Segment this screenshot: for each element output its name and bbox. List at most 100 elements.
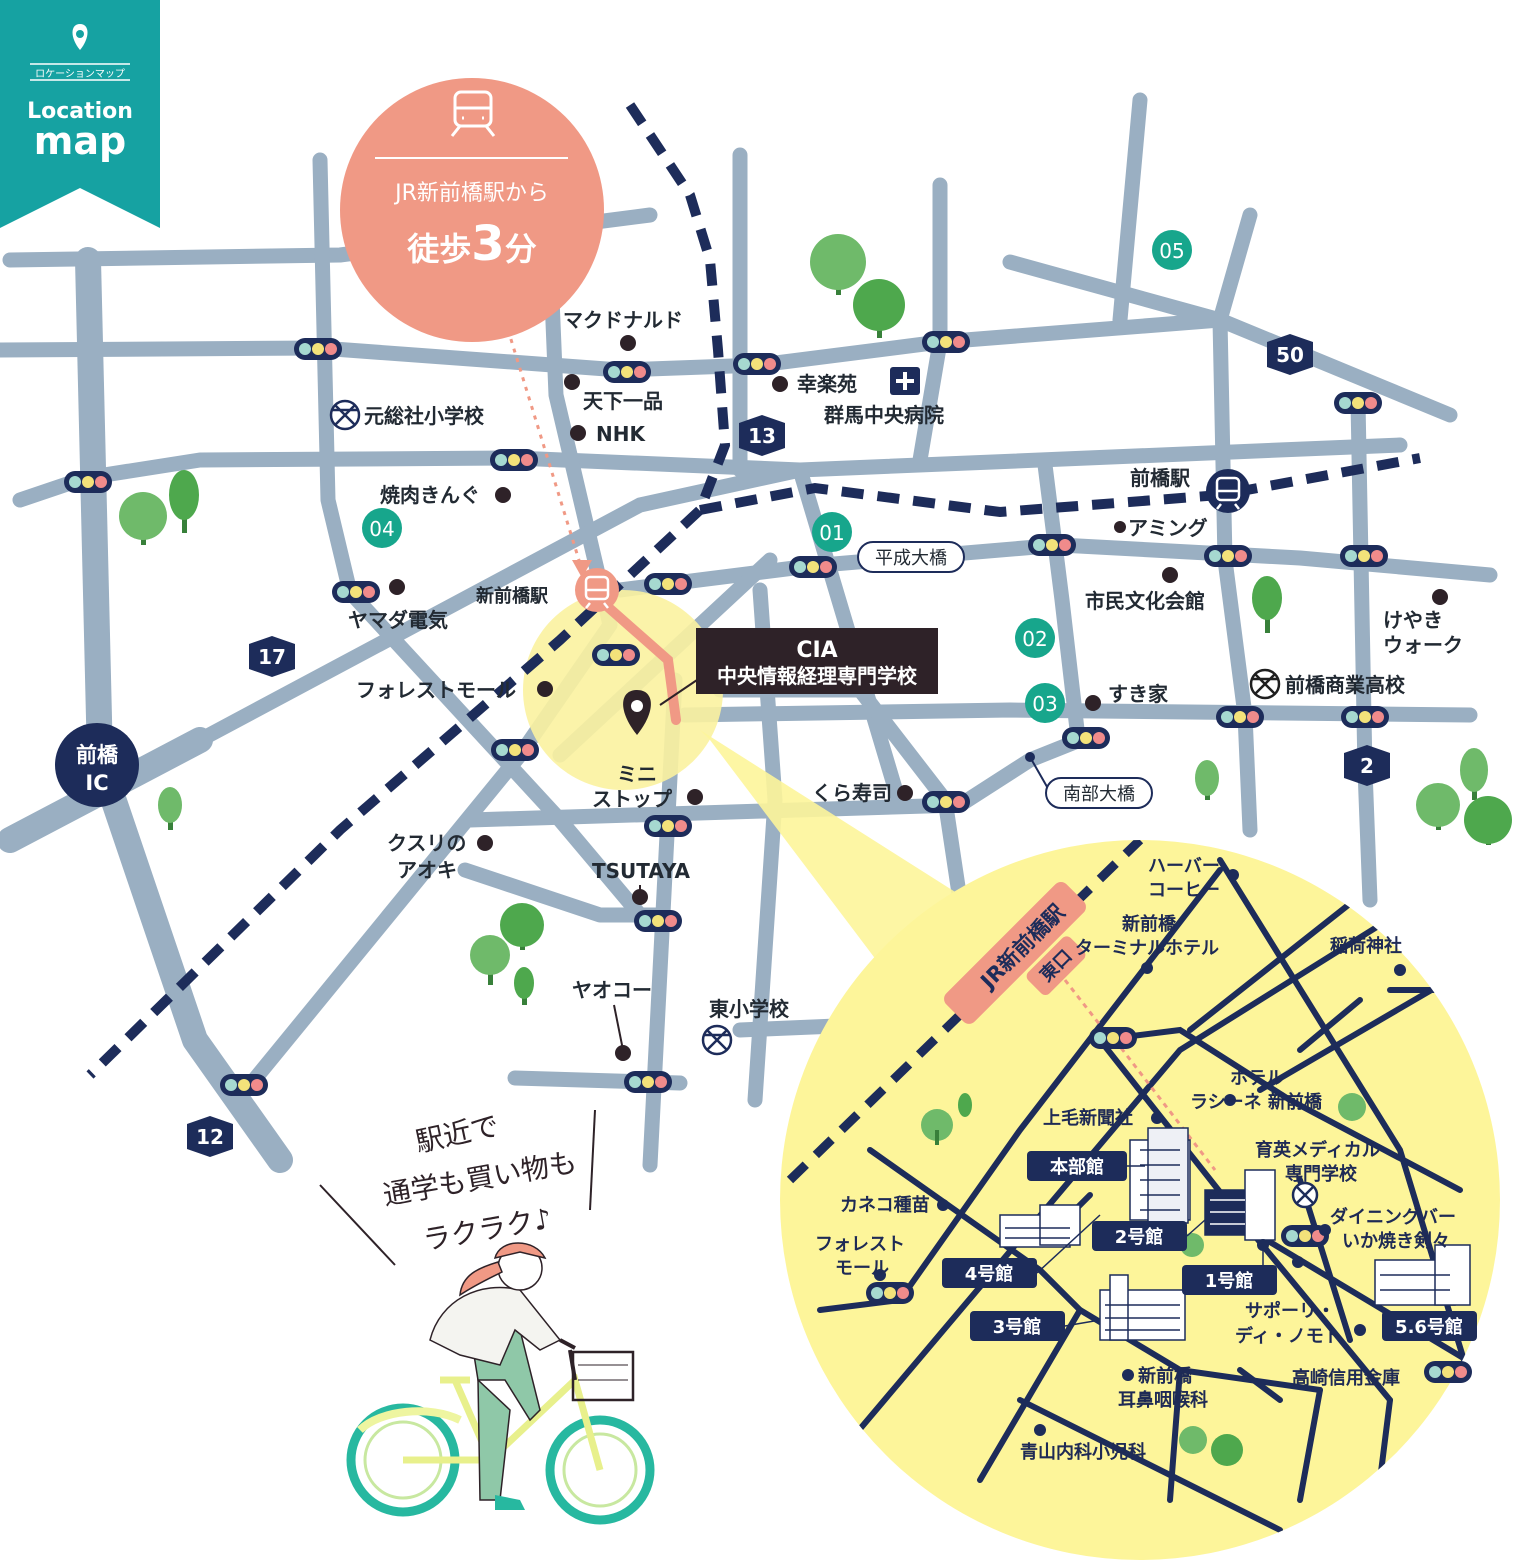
route-17-sign: 17	[249, 636, 295, 677]
label-shimin-bunka: 市民文化会館	[1085, 589, 1205, 613]
svg-text:ラシーネ 新前橋: ラシーネ 新前橋	[1190, 1091, 1323, 1113]
tree-icon	[1416, 783, 1460, 830]
traffic-light-icon	[1334, 392, 1382, 414]
label-higashi-school: 東小学校	[709, 997, 790, 1021]
label-forest-mall: フォレストモール	[356, 678, 516, 702]
svg-text:南部大橋: 南部大橋	[1063, 784, 1135, 805]
traffic-light-icon	[491, 739, 539, 761]
school-icon	[329, 399, 361, 431]
train-icon	[450, 90, 496, 137]
walk-time-callout: JR新前橋駅から 徒歩3分	[340, 78, 604, 342]
tree-icon	[470, 935, 510, 985]
svg-text:育英メディカル: 育英メディカル	[1255, 1139, 1380, 1161]
walk-route-line	[595, 595, 681, 725]
tree-icon	[921, 1109, 953, 1145]
svg-text:5.6号館: 5.6号館	[1395, 1316, 1463, 1338]
yaoko-leader-line	[613, 1004, 624, 1051]
tree-icon	[514, 967, 534, 1005]
poi-dot-forest	[537, 681, 553, 697]
maebashi-ic-sign: 前橋 IC	[55, 723, 139, 807]
svg-text:本部館: 本部館	[1050, 1156, 1104, 1178]
traffic-light-icon	[866, 1282, 914, 1304]
traffic-light-icon	[294, 338, 342, 360]
building-4	[999, 1204, 1081, 1248]
label-keyaki-2: ウォーク	[1383, 633, 1463, 657]
svg-text:2号館: 2号館	[1115, 1226, 1164, 1248]
svg-text:フォレスト: フォレスト	[815, 1234, 905, 1255]
label-yakiniku: 焼肉きんぐ	[380, 483, 480, 507]
traffic-light-icon	[644, 815, 692, 837]
label-mcdonalds: マクドナルド	[563, 308, 683, 332]
route-12-sign: 12	[187, 1116, 233, 1157]
traffic-light-icon	[1204, 545, 1252, 567]
marker-01: 01	[812, 512, 852, 552]
svg-text:17: 17	[258, 645, 286, 669]
building-2	[1204, 1169, 1276, 1241]
traffic-light-icon	[1028, 534, 1076, 556]
svg-text:13: 13	[748, 424, 776, 448]
traffic-light-icon	[733, 353, 781, 375]
svg-text:いか焼き剣々: いか焼き剣々	[1342, 1230, 1450, 1252]
poi-dot-yakiniku	[495, 487, 511, 503]
traffic-light-icon	[1216, 706, 1264, 728]
label-ministop-2: ストップ	[592, 787, 673, 811]
route-2-sign: 2	[1344, 745, 1390, 786]
ikuei-school-icon	[1291, 1181, 1319, 1209]
label-maebashi-station: 前橋駅	[1130, 466, 1190, 490]
traffic-light-icon	[1062, 727, 1110, 749]
location-pin-icon	[72, 24, 88, 50]
school-label-box: CIA 中央情報経理専門学校	[696, 628, 938, 694]
label-tenkaippin: 天下一品	[583, 389, 663, 413]
traffic-light-icon	[634, 910, 682, 932]
nanbu-ohashi-pill: 南部大橋	[1025, 752, 1153, 809]
svg-text:02: 02	[1022, 627, 1047, 651]
marker-03: 03	[1025, 683, 1065, 723]
school-highlight-area	[523, 590, 723, 790]
tree-icon	[169, 470, 199, 533]
map-labels: マクドナルド 天下一品 NHK 幸楽苑 群馬中央病院 元総社小学校 焼肉きんぐ …	[348, 308, 1463, 1021]
walk-route-callout-line	[503, 319, 584, 571]
traffic-light-icon	[644, 573, 692, 595]
poi-dot-tenkaippin	[564, 374, 580, 390]
poi-dot-yaoko	[615, 1045, 631, 1061]
svg-text:カネコ種苗: カネコ種苗	[840, 1194, 930, 1216]
svg-text:コーヒー: コーヒー	[1148, 880, 1220, 901]
traffic-light-icon	[490, 449, 538, 471]
poi-dot-nhk	[570, 425, 586, 441]
tree-icon	[158, 787, 182, 830]
label-keyaki-1: けやき	[1383, 608, 1443, 632]
maebashi-station-icon	[1206, 469, 1250, 513]
school-icon	[701, 1024, 733, 1056]
cyclist-illustration	[346, 1242, 655, 1525]
tree-icon	[1195, 760, 1219, 800]
tree-icon	[1338, 1093, 1366, 1121]
traffic-light-icon	[220, 1074, 268, 1096]
poi-dot-kusuri	[477, 835, 493, 851]
svg-text:新前橋: 新前橋	[1122, 913, 1177, 935]
svg-text:3号館: 3号館	[993, 1316, 1042, 1338]
traffic-light-icon	[1424, 1361, 1472, 1383]
building-3	[1099, 1274, 1186, 1341]
inset-railway	[786, 840, 1144, 1184]
svg-text:CIA: CIA	[796, 638, 837, 663]
label-shogyo-school: 前橋商業高校	[1285, 673, 1406, 697]
inset-tree-icons	[921, 1093, 1366, 1466]
poi-dot-sukiya	[1085, 695, 1101, 711]
heisei-ohashi-pill: 平成大橋	[857, 541, 965, 573]
svg-text:04: 04	[369, 517, 394, 541]
svg-text:新前橋: 新前橋	[1138, 1365, 1193, 1387]
traffic-light-icon	[624, 1071, 672, 1093]
poi-dot-shimin	[1162, 567, 1178, 583]
tree-icon	[958, 1093, 972, 1117]
inset-walk-route	[1063, 979, 1217, 1171]
svg-text:上毛新聞社: 上毛新聞社	[1043, 1107, 1133, 1129]
label-tsutaya: TSUTAYA	[592, 859, 691, 883]
svg-text:ロケーションマップ: ロケーションマップ	[35, 68, 125, 80]
svg-text:ハーバー: ハーバー	[1148, 856, 1220, 877]
circled-number-markers: 01 02 03 04 05	[362, 230, 1192, 723]
building-honbu	[1129, 1127, 1191, 1224]
school-icon	[1249, 668, 1281, 700]
poi-dot-mcdonalds	[620, 335, 636, 351]
traffic-light-icon	[603, 361, 651, 383]
